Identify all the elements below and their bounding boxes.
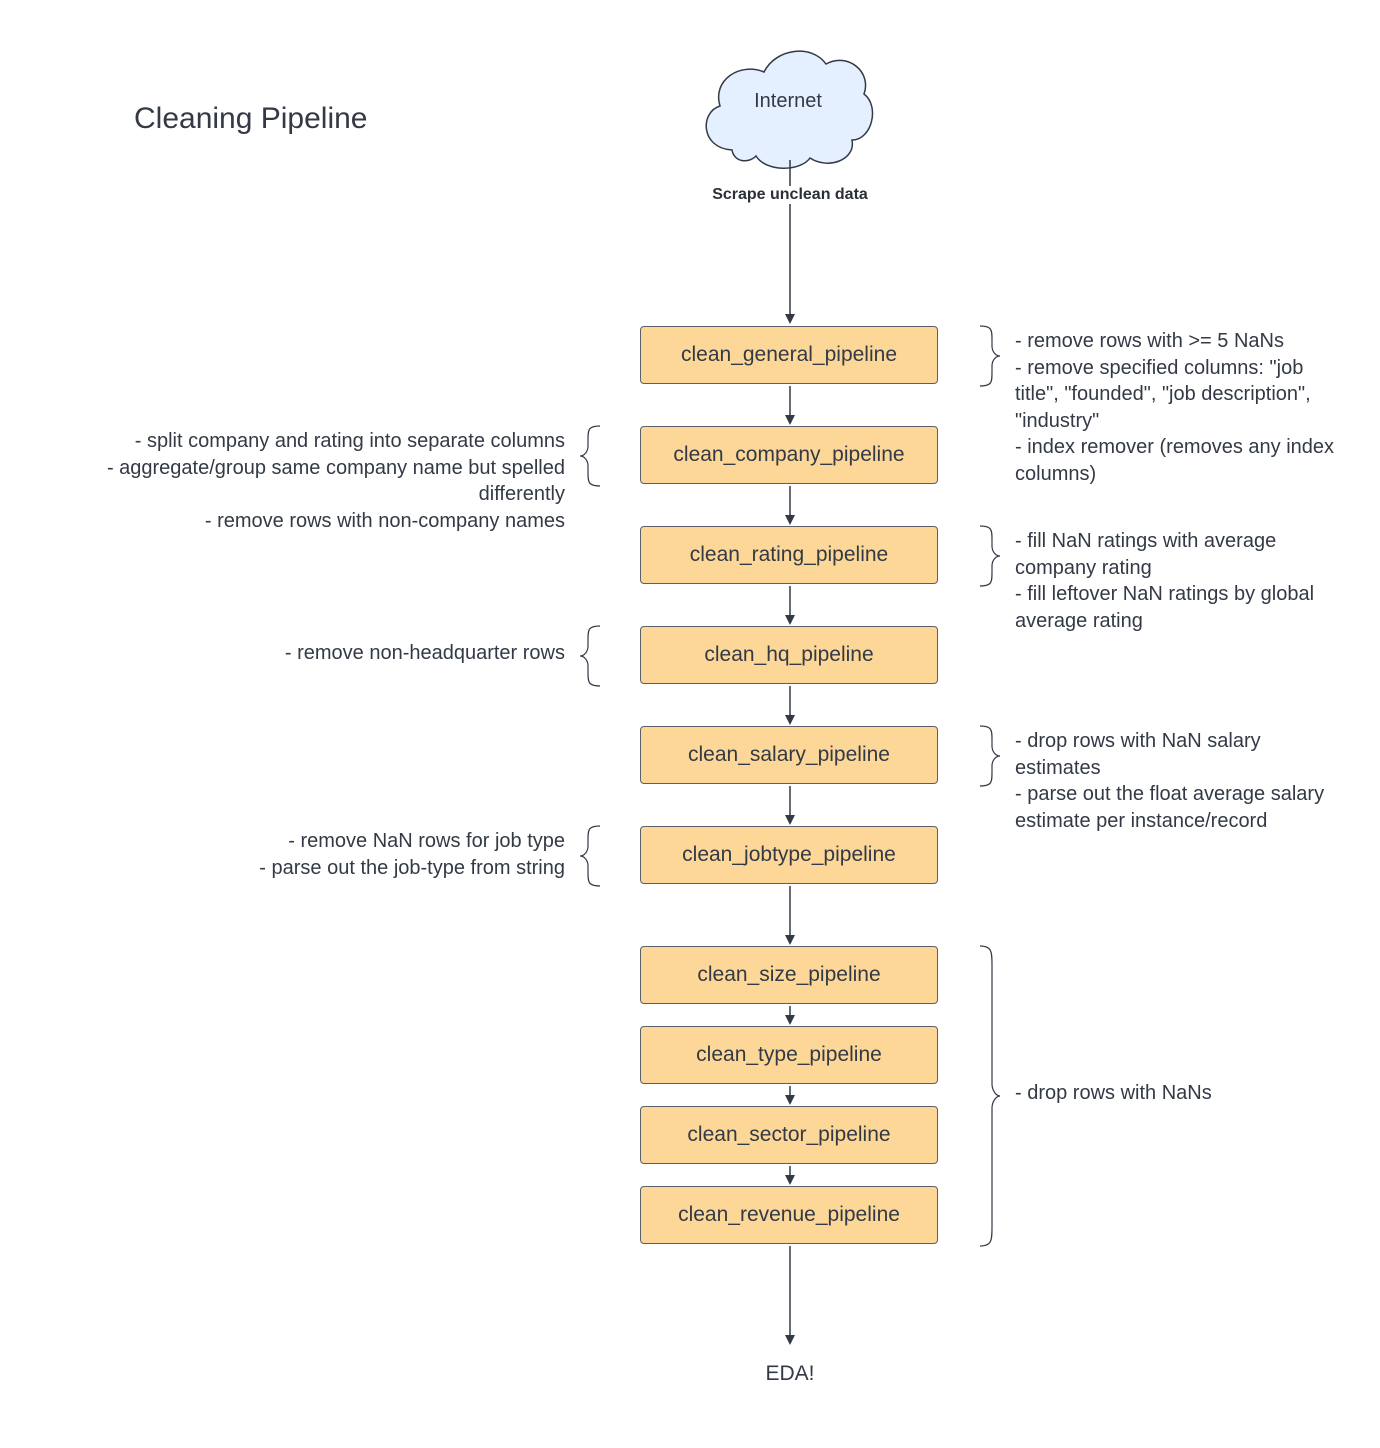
brace-hq xyxy=(579,625,601,687)
scrape-edge-label: Scrape unclean data xyxy=(690,186,890,204)
step-clean-general: clean_general_pipeline xyxy=(640,326,938,384)
note-jobtype-line: - parse out the job-type from string xyxy=(259,856,565,879)
note-rating-line: - fill NaN ratings with average company … xyxy=(1015,530,1277,579)
brace-salary xyxy=(979,725,1001,787)
note-salary-line: - parse out the float average salary est… xyxy=(1015,783,1325,832)
brace-company xyxy=(579,425,601,487)
step-clean-revenue: clean_revenue_pipeline xyxy=(640,1186,938,1244)
brace-jobtype xyxy=(579,825,601,887)
note-salary: - drop rows with NaN salary estimates - … xyxy=(1015,728,1345,834)
internet-cloud-shape xyxy=(705,50,874,169)
note-salary-line: - drop rows with NaN salary estimates xyxy=(1015,730,1261,779)
note-general: - remove rows with >= 5 NaNs - remove sp… xyxy=(1015,328,1345,488)
step-clean-type: clean_type_pipeline xyxy=(640,1026,938,1084)
internet-label: Internet xyxy=(754,90,822,112)
note-company-line: - remove rows with non-company names xyxy=(204,509,565,532)
note-jobtype: - remove NaN rows for job type - parse o… xyxy=(140,828,565,881)
note-hq-line: - remove non-headquarter rows xyxy=(284,642,565,664)
note-company-line: - split company and rating into separate… xyxy=(134,430,565,452)
brace-rating xyxy=(979,525,1001,587)
brace-group xyxy=(979,945,1001,1247)
note-group: - drop rows with NaNs xyxy=(1015,1080,1345,1107)
note-company: - split company and rating into separate… xyxy=(40,428,565,534)
step-clean-jobtype: clean_jobtype_pipeline xyxy=(640,826,938,884)
eda-label: EDA! xyxy=(765,1362,815,1385)
step-clean-sector: clean_sector_pipeline xyxy=(640,1106,938,1164)
note-general-line: - index remover (removes any index colum… xyxy=(1015,436,1335,485)
brace-general xyxy=(979,325,1001,387)
step-clean-size: clean_size_pipeline xyxy=(640,946,938,1004)
note-jobtype-line: - remove NaN rows for job type xyxy=(288,830,565,852)
note-general-line: - remove specified columns: "job title",… xyxy=(1015,356,1311,432)
note-hq: - remove non-headquarter rows xyxy=(140,640,565,667)
note-company-line: - aggregate/group same company name but … xyxy=(106,456,565,506)
step-clean-company: clean_company_pipeline xyxy=(640,426,938,484)
step-clean-salary: clean_salary_pipeline xyxy=(640,726,938,784)
note-group-line: - drop rows with NaNs xyxy=(1015,1082,1212,1104)
diagram-title: Cleaning Pipeline xyxy=(134,102,368,135)
step-clean-rating: clean_rating_pipeline xyxy=(640,526,938,584)
note-rating-line: - fill leftover NaN ratings by global av… xyxy=(1015,583,1315,632)
note-general-line: - remove rows with >= 5 NaNs xyxy=(1015,330,1284,352)
step-clean-hq: clean_hq_pipeline xyxy=(640,626,938,684)
note-rating: - fill NaN ratings with average company … xyxy=(1015,528,1345,634)
